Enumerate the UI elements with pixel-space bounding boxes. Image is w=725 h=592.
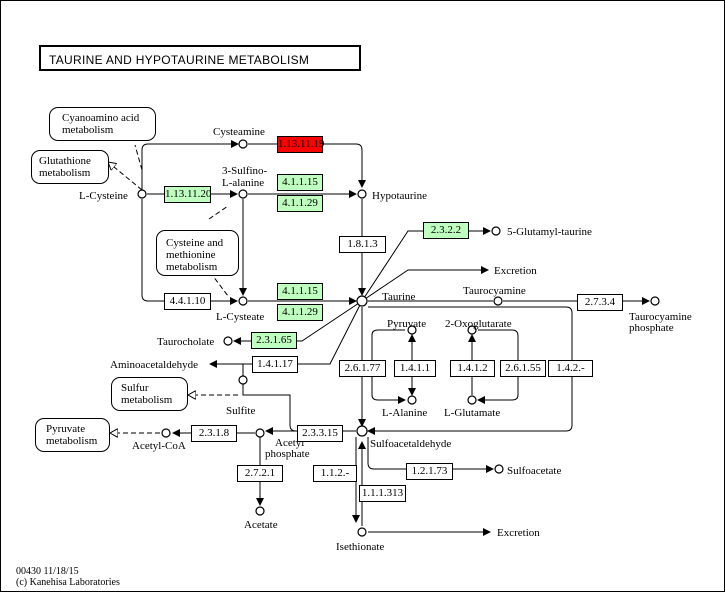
- enzyme-box[interactable]: 2.3.1.65: [251, 332, 297, 349]
- compound-sulfoacetate[interactable]: Sulfoacetate: [507, 465, 562, 477]
- map-cysteine-methionine[interactable]: Cysteine and methionine metabolism: [156, 230, 239, 276]
- enzyme-box[interactable]: 1.4.1.1: [394, 360, 436, 377]
- map-label: Sulfur: [121, 382, 149, 394]
- compound-sulfoacetaldehyde[interactable]: Sulfoacetaldehyde: [370, 438, 452, 450]
- enzyme-box[interactable]: 1.1.2.-: [313, 465, 357, 482]
- compound-pyruvate[interactable]: Pyruvate: [387, 318, 427, 330]
- compound-oxoglutarate[interactable]: 2-Oxoglutarate: [445, 318, 512, 330]
- map-label: metabolism: [121, 394, 173, 406]
- compound-sulfinoalanine[interactable]: 3-Sulfino-: [222, 165, 268, 177]
- enzyme-box[interactable]: 1.8.1.3: [339, 236, 386, 253]
- enzyme-box[interactable]: 4.4.1.10: [164, 293, 211, 310]
- compound-hypotaurine[interactable]: Hypotaurine: [372, 190, 427, 202]
- compound-sulfinoalanine-2[interactable]: L-alanine: [222, 177, 265, 189]
- map-label: metabolism: [46, 435, 98, 447]
- compound-taurocholate[interactable]: Taurocholate: [157, 336, 215, 348]
- compound-acetyl-phosphate-2[interactable]: phosphate: [265, 448, 310, 460]
- compound-excretion-2: Excretion: [497, 527, 540, 539]
- compound-glutamyl-taurine[interactable]: 5-Glutamyl-taurine: [507, 226, 592, 238]
- enzyme-box[interactable]: 1.4.2.-: [548, 360, 593, 377]
- compound-excretion: Excretion: [494, 265, 537, 277]
- map-sulfur[interactable]: Sulfur metabolism: [111, 377, 188, 411]
- enzyme-box[interactable]: 1.13.11.20: [164, 186, 211, 203]
- enzyme-box[interactable]: 2.7.2.1: [237, 465, 283, 482]
- compound-sulfite[interactable]: Sulfite: [226, 405, 256, 417]
- enzyme-box[interactable]: 4.1.1.15: [277, 283, 323, 300]
- compound-taurocyamine-phosphate-2[interactable]: phosphate: [629, 322, 674, 334]
- enzyme-box[interactable]: 1.4.1.17: [252, 356, 298, 373]
- compound-acetate[interactable]: Acetate: [244, 519, 278, 531]
- map-label: metabolism: [166, 261, 218, 273]
- compound-taurocyamine[interactable]: Taurocyamine: [463, 285, 526, 297]
- compound-acetyl-phosphate[interactable]: Acetyl: [275, 437, 305, 449]
- enzyme-box[interactable]: 2.3.1.8: [191, 425, 237, 442]
- map-pyruvate[interactable]: Pyruvate metabolism: [35, 418, 110, 452]
- enzyme-box[interactable]: 2.7.3.4: [577, 294, 623, 311]
- map-label: methionine: [166, 249, 216, 261]
- compound-isethionate[interactable]: Isethionate: [336, 541, 385, 553]
- map-label: metabolism: [39, 167, 91, 179]
- compound-acetyl-coa[interactable]: Acetyl-CoA: [132, 440, 186, 452]
- compound-aminoacetaldehyde[interactable]: Aminoacetaldehyde: [110, 359, 198, 371]
- enzyme-box[interactable]: 2.3.2.2: [423, 222, 469, 239]
- enzyme-box[interactable]: 4.1.1.29: [277, 195, 323, 212]
- compound-l-cysteate[interactable]: L-Cysteate: [216, 311, 265, 323]
- map-glutathione[interactable]: Glutathione metabolism: [31, 150, 109, 184]
- map-label: Glutathione: [39, 155, 91, 167]
- enzyme-box[interactable]: 2.6.1.55: [500, 360, 546, 377]
- map-cyanoamino[interactable]: Cyanoamino acid metabolism: [49, 107, 156, 141]
- compound-taurocyamine-phosphate[interactable]: Taurocyamine: [629, 311, 692, 323]
- map-label: Cysteine and: [166, 237, 224, 249]
- compound-cysteamine[interactable]: Cysteamine: [213, 126, 265, 138]
- enzyme-box[interactable]: 1.2.1.73: [406, 463, 453, 480]
- map-label: Pyruvate: [46, 423, 86, 435]
- enzyme-box[interactable]: 2.6.1.77: [339, 360, 386, 377]
- enzyme-box[interactable]: 4.1.1.15: [277, 174, 323, 191]
- map-label: metabolism: [62, 124, 114, 136]
- enzyme-box[interactable]: 1.13.11.19: [277, 136, 324, 153]
- compound-taurine[interactable]: Taurine: [382, 291, 416, 303]
- compound-l-alanine[interactable]: L-Alanine: [382, 407, 428, 419]
- enzyme-box[interactable]: 1.1.1.313: [359, 485, 406, 502]
- map-title: TAURINE AND HYPOTAURINE METABOLISM: [39, 45, 361, 71]
- map-label: Cyanoamino acid: [62, 112, 140, 124]
- compound-l-glutamate[interactable]: L-Glutamate: [444, 407, 501, 419]
- footer-id: 00430 11/18/15: [16, 566, 79, 577]
- compound-l-cysteine[interactable]: L-Cysteine: [79, 190, 128, 202]
- footer-copyright: (c) Kanehisa Laboratories: [16, 577, 120, 588]
- enzyme-box[interactable]: 1.4.1.2: [450, 360, 495, 377]
- enzyme-box[interactable]: 4.1.1.29: [277, 304, 323, 321]
- enzyme-box[interactable]: 2.3.3.15: [297, 425, 343, 442]
